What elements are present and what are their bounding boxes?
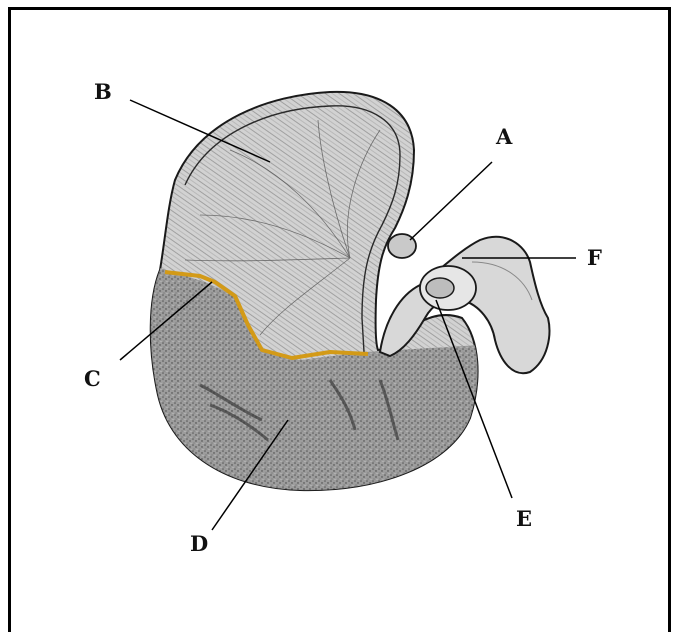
label-e: E <box>516 506 532 531</box>
label-a: A <box>495 124 513 149</box>
label-f: F <box>587 245 602 270</box>
leader-a <box>410 162 492 240</box>
label-d: D <box>190 531 208 556</box>
label-b: B <box>94 79 112 104</box>
label-c: C <box>84 366 101 391</box>
